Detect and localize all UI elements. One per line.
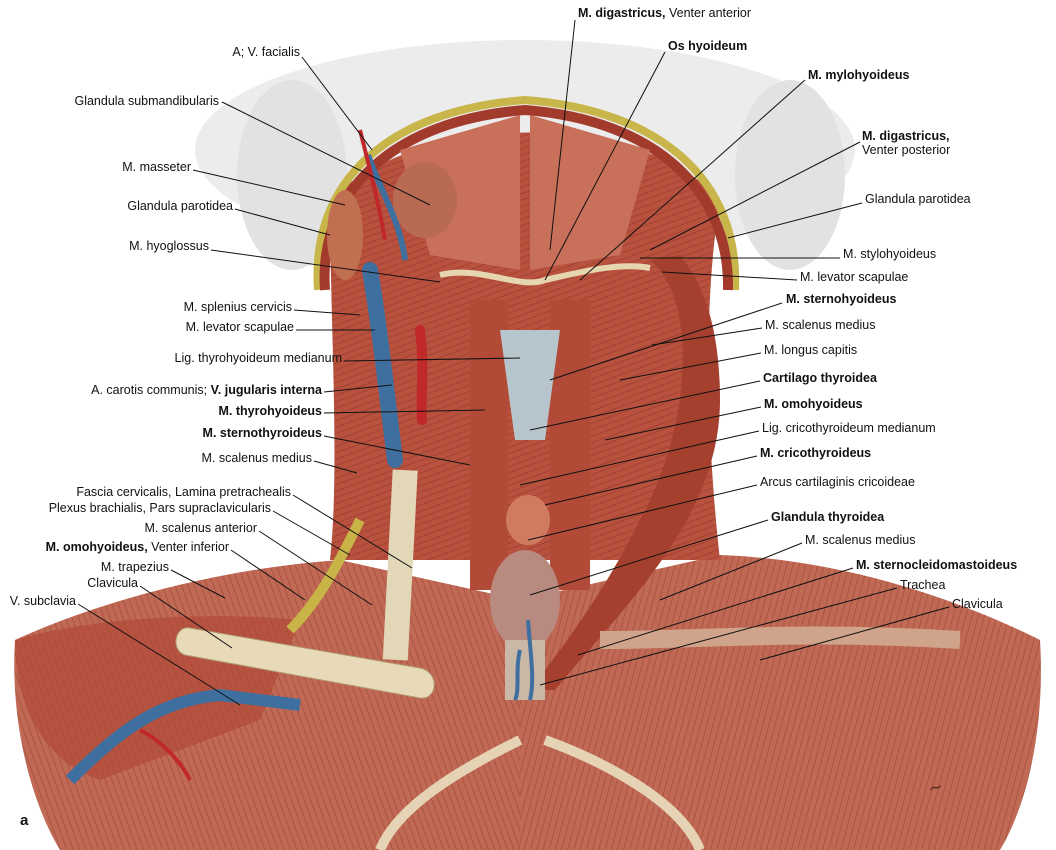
cricothyroid [506,495,550,545]
label-omohyoideus: M. omohyoideus [764,397,863,411]
label-sternocleidomastoideus: M. sternocleidomastoideus [856,558,1018,572]
label-thyrohyoideus: M. thyrohyoideus [218,404,322,418]
label-sternohyoideus: M. sternohyoideus [786,292,897,306]
label-glandula-submandibularis: Glandula submandibularis [74,94,219,108]
label-scalenus-medius-right-1: M. scalenus medius [765,318,876,332]
label-scalenus-anterior: M. scalenus anterior [144,521,257,535]
label-longus-capitis: M. longus capitis [764,343,858,357]
artist-signature: ~ [926,776,946,800]
label-facialis: A; V. facialis [232,45,300,59]
label-glandula-parotidea-left: Glandula parotidea [127,199,233,213]
label-hyoglossus: M. hyoglossus [129,239,209,253]
label-digastricus-anterior: M. digastricus, Venter anterior [578,6,751,20]
figure-letter: a [20,812,29,829]
subclavian-vein [65,688,301,785]
label-levator-scapulae-right: M. levator scapulae [800,270,909,284]
scm-right [530,255,720,690]
trachea [505,640,545,700]
clavicle-left [175,627,435,699]
label-masseter: M. masseter [122,160,191,174]
left-ear [237,80,347,270]
label-scalenus-medius-left: M. scalenus medius [201,451,312,465]
label-lig-thyrohyoideum: Lig. thyrohyoideum medianum [174,351,342,365]
sternohyoid-left [470,300,508,590]
label-levator-scapulae-left: M. levator scapulae [185,320,294,334]
right-ear [735,80,845,270]
label-splenius-cervicis: M. splenius cervicis [183,300,292,314]
internal-jugular-vein [362,262,403,468]
label-cricothyroideus: M. cricothyroideus [760,446,872,460]
label-omohyoideus-inferior: M. omohyoideus, Venter inferior [45,540,229,554]
label-clavicula-left: Clavicula [87,576,138,590]
label-arcus-cricoideae: Arcus cartilaginis cricoideae [760,475,915,489]
label-os-hyoideum: Os hyoideum [668,39,748,53]
thyroid-cartilage [500,330,560,440]
carotid-artery [415,325,428,425]
label-clavicula-right: Clavicula [952,597,1003,611]
label-glandula-thyroidea: Glandula thyroidea [771,510,885,524]
submandibular-gland [393,162,457,238]
label-trachea: Trachea [900,578,946,592]
parotid-gland-left [327,190,363,280]
label-glandula-parotidea-right: Glandula parotidea [865,192,971,206]
thyroid-gland [490,550,560,650]
label-subclavia: V. subclavia [9,594,76,608]
label-trapezius: M. trapezius [100,560,169,574]
label-carotis-jugularis: A. carotis communis; V. jugularis intern… [91,383,322,397]
label-sternothyroideus: M. sternothyroideus [202,426,322,440]
label-mylohyoideus: M. mylohyoideus [808,68,910,82]
label-fascia-cervicalis: Fascia cervicalis, Lamina pretrachealis [76,485,291,499]
label-lig-cricothyroideum: Lig. cricothyroideum medianum [762,421,936,435]
label-digastricus-posterior: M. digastricus,Venter posterior [862,129,951,157]
brachial-plexus [286,517,365,634]
label-scalenus-medius-right-2: M. scalenus medius [805,533,916,547]
label-cartilago-thyroidea: Cartilago thyroidea [763,371,877,385]
clavicle-right [599,626,961,649]
label-stylohyoideus: M. stylohyoideus [843,247,937,261]
label-plexus-brachialis: Plexus brachialis, Pars supraclaviculari… [48,501,271,515]
leader-lines [77,19,950,706]
